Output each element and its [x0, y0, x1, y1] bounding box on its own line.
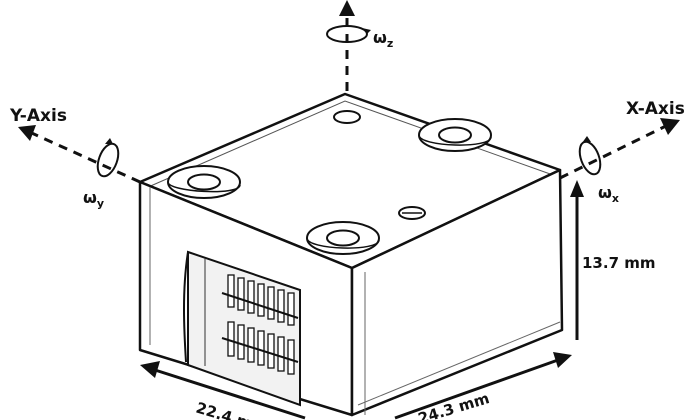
- omega-z-rotation-icon: [326, 25, 371, 43]
- x-axis: [559, 118, 680, 180]
- width-left-dimension-arrow-icon: [140, 361, 306, 420]
- x-axis-arrow-icon: [660, 118, 680, 135]
- omega-z-label: ωz: [373, 28, 393, 50]
- alignment-hole-top: [333, 110, 361, 124]
- connector-pins-lower: [221, 321, 299, 375]
- omega-y-rotation-icon: [96, 138, 120, 178]
- y-axis-label: Y-Axis: [9, 106, 67, 126]
- connector-pins-upper: [221, 274, 299, 326]
- width-right-dimension-label: 24.3 mm: [416, 389, 492, 420]
- height-dimension-label: 13.7 mm: [582, 254, 656, 272]
- alignment-slot: [398, 206, 426, 220]
- connector-port: [183, 250, 301, 407]
- omega-x-rotation-icon: [578, 136, 602, 176]
- omega-x-label: ωx: [598, 183, 619, 205]
- width-right-dimension-arrow-icon: [394, 352, 572, 420]
- mounting-hole-right: [418, 118, 492, 152]
- module-right-face: [350, 168, 564, 417]
- mounting-hole-center: [306, 221, 380, 255]
- y-axis-arrow-icon: [18, 125, 36, 141]
- x-axis-label: X-Axis: [626, 99, 685, 119]
- height-dimension-arrow-icon: [570, 180, 584, 340]
- z-axis-arrow-icon: [339, 0, 355, 16]
- y-axis: [18, 125, 141, 184]
- omega-y-label: ωy: [83, 188, 104, 210]
- mounting-hole-left: [167, 165, 241, 199]
